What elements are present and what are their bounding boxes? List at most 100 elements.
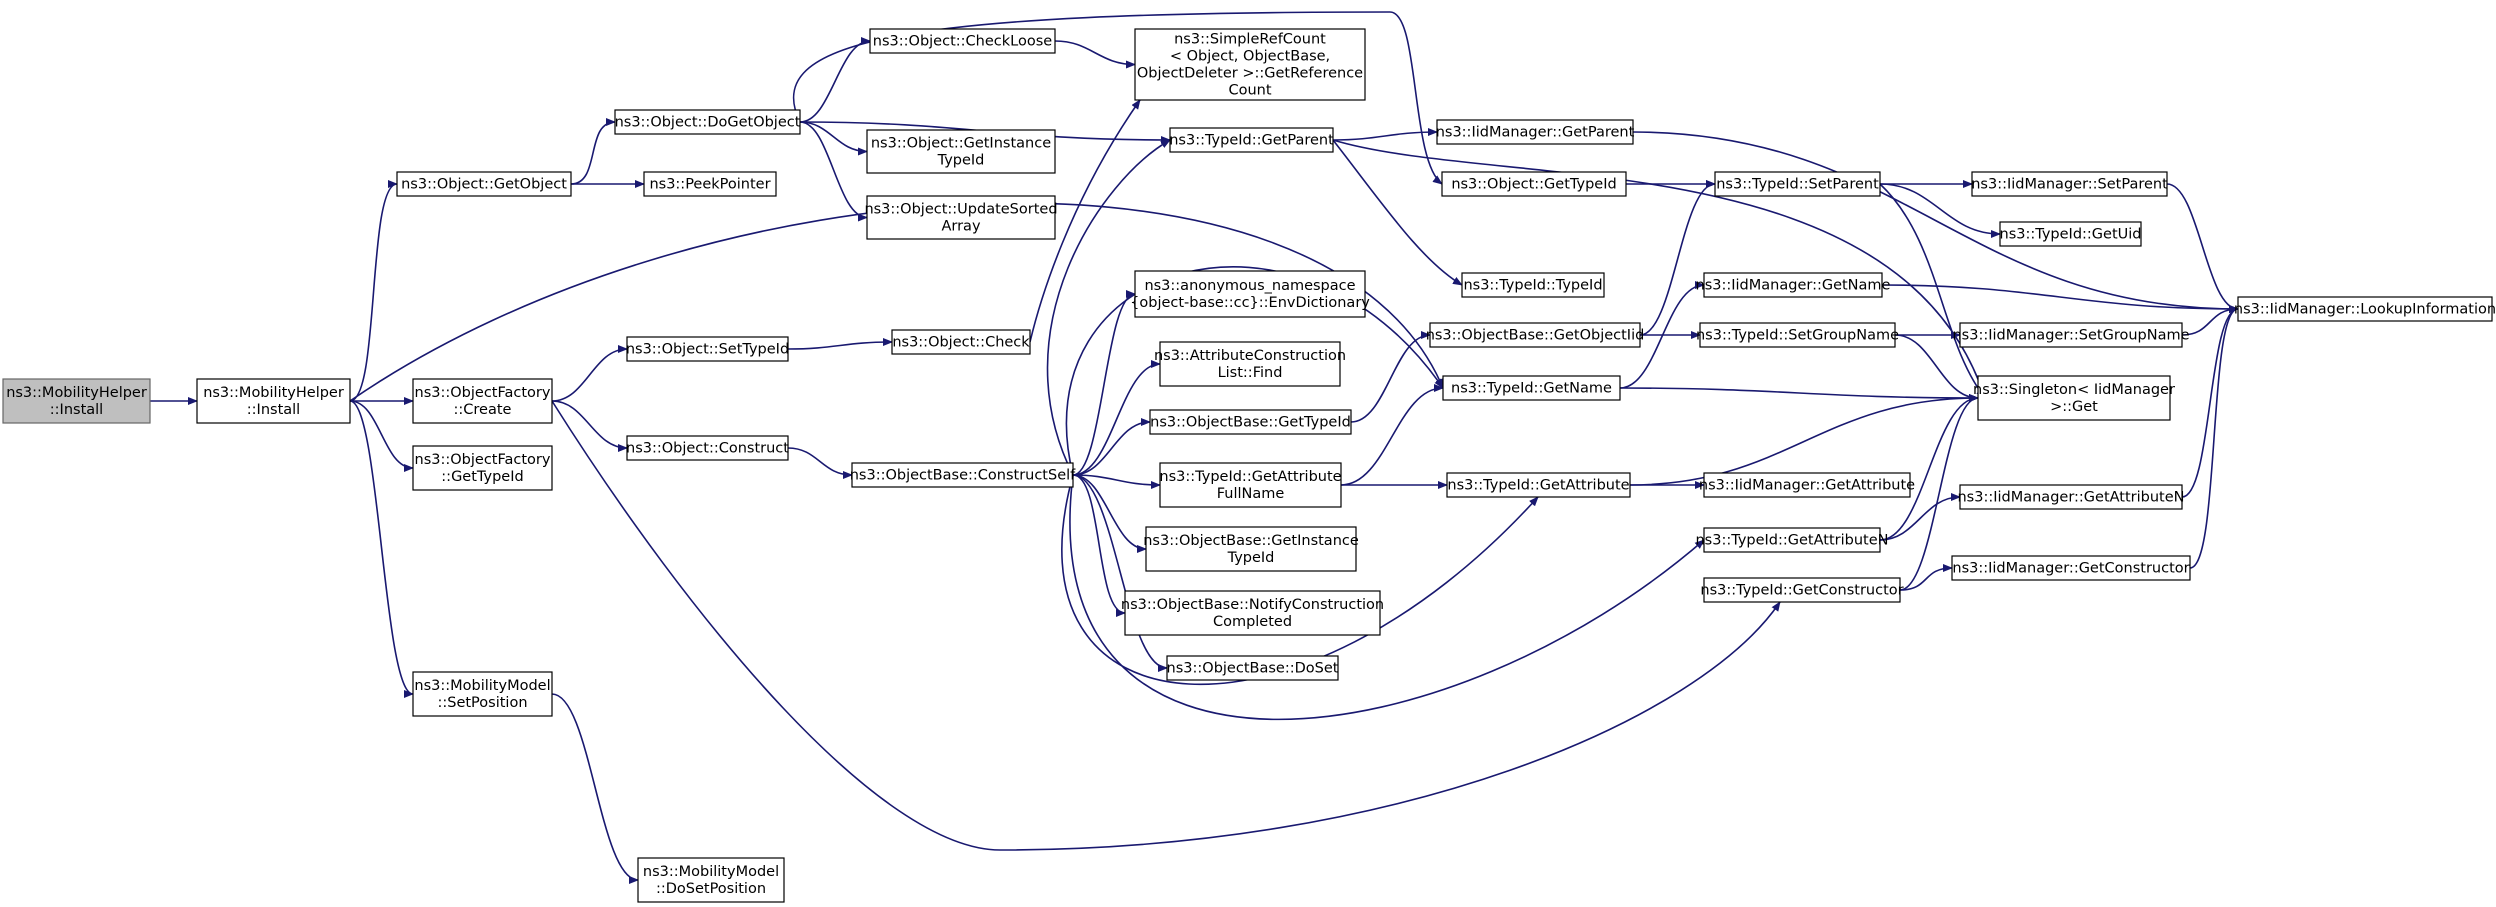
function-node[interactable]: ns3::ObjectBase::ConstructSelf	[850, 462, 1076, 488]
call-edge	[349, 400, 414, 472]
function-node[interactable]: ns3::ObjectBase::NotifyConstructionCompl…	[1121, 590, 1384, 636]
function-node[interactable]: ns3::Object::DoGetObject	[614, 109, 801, 135]
call-edge	[1879, 493, 1961, 541]
function-node[interactable]: ns3::ObjectBase::GetObjectIid	[1426, 322, 1645, 348]
node-label: ns3::Object::DoGetObject	[615, 115, 801, 131]
node-label: ns3::TypeId::GetName	[1451, 381, 1612, 397]
function-node[interactable]: ns3::MobilityHelper::Install	[196, 378, 351, 424]
call-edge	[1054, 40, 1136, 69]
function-node[interactable]: ns3::TypeId::GetUid	[1999, 221, 2142, 247]
node-box	[1703, 527, 1881, 553]
function-node[interactable]: ns3::Object::SetTypeId	[626, 336, 789, 362]
function-node[interactable]: ns3::Object::GetObject	[396, 171, 572, 197]
call-edge	[1332, 139, 1463, 286]
function-node[interactable]: ns3::Object::Construct	[626, 435, 789, 461]
call-edge	[787, 338, 893, 350]
call-edge	[2181, 305, 2239, 498]
node-label: ns3::ObjectFactory	[415, 452, 551, 468]
node-box	[1714, 171, 1881, 197]
call-edge	[1340, 384, 1444, 486]
call-edge	[1894, 334, 1979, 402]
function-node[interactable]: ns3::ObjectFactory::GetTypeId	[412, 445, 553, 491]
function-node[interactable]: ns3::IidManager::GetAttribute	[1699, 472, 1915, 498]
function-node[interactable]: ns3::MobilityModel::SetPosition	[412, 671, 553, 717]
function-node[interactable]: ns3::IidManager::LookupInformation	[2234, 296, 2496, 322]
node-label: ns3::TypeId::GetParent	[1169, 133, 1334, 149]
node-box	[196, 378, 351, 424]
call-edge	[570, 118, 616, 185]
node-label: ns3::TypeId::GetAttributeN	[1695, 533, 1888, 549]
node-label: ns3::TypeId::GetAttribute	[1447, 478, 1629, 494]
function-node[interactable]: ns3::TypeId::SetParent	[1714, 171, 1881, 197]
function-node[interactable]: ns3::IidManager::SetGroupName	[1952, 322, 2190, 348]
call-edge	[1881, 284, 2239, 313]
node-box	[1441, 171, 1627, 197]
node-box	[851, 462, 1074, 488]
node-label: FullName	[1217, 486, 1285, 502]
function-node[interactable]: ns3::TypeId::GetName	[1442, 375, 1621, 401]
node-label: ns3::MobilityHelper	[6, 385, 147, 401]
node-label: ns3::ObjectBase::ConstructSelf	[850, 468, 1076, 484]
node-box	[614, 109, 801, 135]
function-node[interactable]: ns3::TypeId::GetConstructor	[1700, 577, 1904, 603]
function-node[interactable]: ns3::ObjectBase::GetTypeId	[1149, 409, 1352, 435]
call-edge	[1332, 139, 1986, 399]
call-edge	[1899, 394, 1979, 591]
function-node[interactable]: ns3::IidManager::GetParent	[1436, 119, 1635, 145]
function-node[interactable]: ns3::TypeId::SetGroupName	[1696, 322, 1899, 348]
function-node[interactable]: ns3::MobilityHelper::Install	[2, 378, 151, 424]
function-node[interactable]: ns3::ObjectBase::DoSet	[1166, 655, 1339, 681]
call-edge	[1899, 564, 1953, 591]
function-node[interactable]: ns3::anonymous_namespace{object-base::cc…	[1130, 270, 1370, 318]
node-label: ns3::ObjectFactory	[415, 385, 551, 401]
node-box	[1169, 127, 1334, 153]
function-node[interactable]: ns3::Object::GetTypeId	[1441, 171, 1627, 197]
node-label: ns3::Object::GetTypeId	[1451, 177, 1616, 193]
function-node[interactable]: ns3::IidManager::SetParent	[1971, 171, 2168, 197]
node-label: ns3::TypeId::GetConstructor	[1700, 583, 1903, 599]
node-box	[1134, 28, 1366, 101]
function-node[interactable]: ns3::Singleton< IidManager>::Get	[1973, 375, 2175, 421]
node-label: ns3::Object::SetTypeId	[626, 342, 789, 358]
call-edge	[799, 121, 868, 222]
function-node[interactable]: ns3::IidManager::GetAttributeN	[1957, 484, 2185, 510]
node-box	[866, 195, 1056, 240]
function-node[interactable]: ns3::SimpleRefCount< Object, ObjectBase,…	[1134, 28, 1366, 101]
function-node[interactable]: ns3::MobilityModel::DoSetPosition	[637, 857, 785, 903]
node-label: Count	[1228, 83, 1271, 99]
function-node[interactable]: ns3::IidManager::GetConstructor	[1951, 555, 2191, 581]
node-box	[866, 129, 1056, 174]
node-label: ns3::ObjectBase::GetInstance	[1143, 533, 1359, 549]
function-node[interactable]: ns3::TypeId::GetAttributeN	[1695, 527, 1889, 553]
function-node[interactable]: ns3::PeekPointer	[643, 171, 777, 197]
call-edge	[792, 11, 1443, 185]
function-node[interactable]: ns3::TypeId::GetAttribute	[1446, 472, 1631, 498]
call-edge	[551, 400, 1781, 851]
node-box	[869, 28, 1056, 54]
function-node[interactable]: ns3::TypeId::TypeId	[1461, 272, 1605, 298]
call-edge	[1879, 183, 1986, 399]
call-edge	[1029, 99, 1141, 343]
call-edge	[1046, 139, 1171, 476]
node-label: ns3::TypeId::GetAttribute	[1159, 469, 1341, 485]
node-box	[637, 857, 785, 903]
node-box	[1999, 221, 2142, 247]
node-box	[1703, 577, 1901, 603]
call-edge	[1639, 180, 1716, 336]
function-node[interactable]: ns3::Object::CheckLoose	[869, 28, 1056, 54]
function-node[interactable]: ns3::TypeId::GetParent	[1169, 127, 1334, 153]
function-node[interactable]: ns3::ObjectFactory::Create	[412, 378, 553, 424]
node-label: ObjectDeleter >::GetReference	[1137, 66, 1363, 82]
function-node[interactable]: ns3::IidManager::GetName	[1696, 272, 1891, 298]
node-label: ::GetTypeId	[441, 469, 523, 485]
node-label: ns3::Object::UpdateSorted	[864, 202, 1057, 218]
function-node[interactable]: ns3::Object::Check	[891, 329, 1031, 355]
node-label: TypeId	[1227, 550, 1275, 566]
call-edge	[1072, 360, 1161, 476]
